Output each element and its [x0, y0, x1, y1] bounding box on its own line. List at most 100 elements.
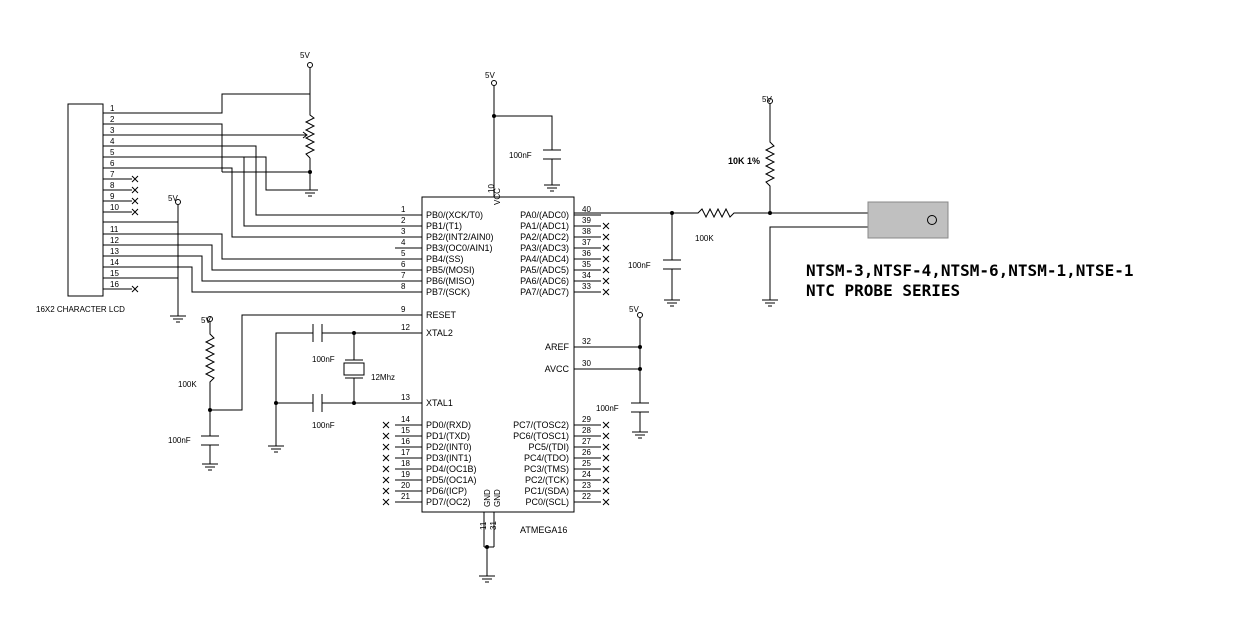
mcu-pin-name: PC6/(TOSC1) — [513, 431, 569, 441]
mcu-pin-name: PD5/(OC1A) — [426, 475, 477, 485]
mcu-vcc-label: VCC — [493, 188, 502, 205]
mcu-pin-number: 24 — [582, 470, 591, 479]
cap-avcc — [631, 402, 649, 413]
mcu-pin-number: 2 — [401, 216, 406, 225]
lcd-pin-number: 9 — [110, 192, 115, 201]
mcu-pin-number: 13 — [401, 393, 410, 402]
lcd-pin-number: 3 — [110, 126, 115, 135]
mcu-name: ATMEGA16 — [520, 525, 567, 535]
mcu-pin-name: RESET — [426, 310, 457, 320]
no-connect-mark — [382, 487, 390, 495]
label-crystal: 12Mhz — [371, 373, 395, 382]
label-cap-reset: 100nF — [168, 436, 191, 445]
mcu-pin-name: PB6/(MISO) — [426, 276, 475, 286]
cap-sensor — [663, 259, 681, 270]
mcu-pin-number: 16 — [401, 437, 410, 446]
label-cap-vcc: 100nF — [509, 151, 532, 160]
vcc-label: 5V — [485, 71, 495, 80]
mcu-pin-number: 38 — [582, 227, 591, 236]
mcu-pin-name: PA6/(ADC6) — [520, 276, 569, 286]
mcu-pin-name: PB5/(MOSI) — [426, 265, 475, 275]
mcu-pin-name: PC1/(SDA) — [524, 486, 569, 496]
mcu-pin-number: 37 — [582, 238, 591, 247]
mcu-pin-name: PA2/(ADC2) — [520, 232, 569, 242]
mcu-pin-name: PD1/(TXD) — [426, 431, 470, 441]
mcu-pin-name: PC2/(TCK) — [525, 475, 569, 485]
mcu-pin-name: PC5/(TDI) — [529, 442, 570, 452]
no-connect-mark — [602, 255, 610, 263]
mcu-pin-number: 32 — [582, 337, 591, 346]
mcu-pin-number: 3 — [401, 227, 406, 236]
cap-reset — [201, 435, 219, 446]
label-cap-avcc: 100nF — [596, 404, 619, 413]
no-connect-mark — [602, 476, 610, 484]
ground-icon — [302, 189, 318, 197]
mcu-pin-name: PB7/(SCK) — [426, 287, 470, 297]
mcu-pin-number: 35 — [582, 260, 591, 269]
mcu-vcc-pin: 10 — [487, 184, 496, 193]
mcu-pin-name: PA1/(ADC1) — [520, 221, 569, 231]
mcu-pin-number: 15 — [401, 426, 410, 435]
no-connect-mark — [382, 432, 390, 440]
lcd-pin-number: 5 — [110, 148, 115, 157]
vcc-label: 5V — [762, 95, 772, 104]
mcu-pin-number: 26 — [582, 448, 591, 457]
mcu-pin-name: PC0/(SCL) — [525, 497, 569, 507]
no-connect-mark — [131, 285, 139, 293]
reset-resistor — [204, 330, 216, 386]
ground-icon — [479, 575, 495, 583]
lcd-contrast-pot — [304, 112, 316, 159]
cap-xtal2 — [312, 324, 328, 342]
mcu-pin-number: 36 — [582, 249, 591, 258]
mcu-pin-name: PB3/(OC0/AIN1) — [426, 243, 493, 253]
no-connect-mark — [131, 186, 139, 194]
no-connect-mark — [382, 498, 390, 506]
mcu-pin-number: 14 — [401, 415, 410, 424]
no-connect-mark — [602, 454, 610, 462]
mcu-pin-number: 40 — [582, 205, 591, 214]
lcd-pin-number: 7 — [110, 170, 115, 179]
mcu-pin-name: AREF — [545, 342, 570, 352]
mcu-pin-number: 23 — [582, 481, 591, 490]
label-cap-sensor: 100nF — [628, 261, 651, 270]
mcu-pin-name: AVCC — [545, 364, 570, 374]
vcc-label: 5V — [300, 51, 310, 60]
mcu-pin-name: PC4/(TDO) — [524, 453, 569, 463]
no-connect-mark — [602, 432, 610, 440]
vcc-label: 5V — [168, 194, 178, 203]
no-connect-mark — [382, 454, 390, 462]
no-connect-mark — [382, 443, 390, 451]
mcu-pin-name: PA5/(ADC5) — [520, 265, 569, 275]
mcu-pin-number: 22 — [582, 492, 591, 501]
mcu-pin-number: 19 — [401, 470, 410, 479]
no-connect-mark — [131, 208, 139, 216]
cap-vcc — [543, 149, 561, 160]
crystal — [343, 359, 365, 379]
mcu-pin-number: 34 — [582, 271, 591, 280]
wiring — [103, 68, 868, 576]
mcu-pin-name: PD3/(INT1) — [426, 453, 472, 463]
mcu-pin-number: 5 — [401, 249, 406, 258]
probe-subtitle: NTC PROBE SERIES — [806, 281, 960, 300]
no-connect-mark — [131, 175, 139, 183]
mcu-pin-number: 21 — [401, 492, 410, 501]
mcu-pin-number: 27 — [582, 437, 591, 446]
label-cap-xtal2: 100nF — [312, 355, 335, 364]
lcd-pin-number: 15 — [110, 269, 119, 278]
mcu-pin-name: PD4/(OC1B) — [426, 464, 477, 474]
no-connect-mark — [602, 421, 610, 429]
lcd-body — [67, 103, 104, 297]
mcu-pin-name: PC3/(TMS) — [524, 464, 569, 474]
mcu-pin-number: 12 — [401, 323, 410, 332]
mcu-pin-name: PA0/(ADC0) — [520, 210, 569, 220]
mcu-pin-name: XTAL2 — [426, 328, 453, 338]
lcd-pin-number: 11 — [110, 225, 119, 234]
pullup-resistor-10k — [764, 138, 776, 190]
mcu-pin-name: PA7/(ADC7) — [520, 287, 569, 297]
no-connect-mark — [602, 222, 610, 230]
label-series-resistor: 100K — [695, 234, 714, 243]
ground-icon — [664, 299, 680, 307]
lcd-pin-number: 13 — [110, 247, 119, 256]
ground-symbols — [170, 184, 778, 583]
lcd-pin-number: 4 — [110, 137, 115, 146]
